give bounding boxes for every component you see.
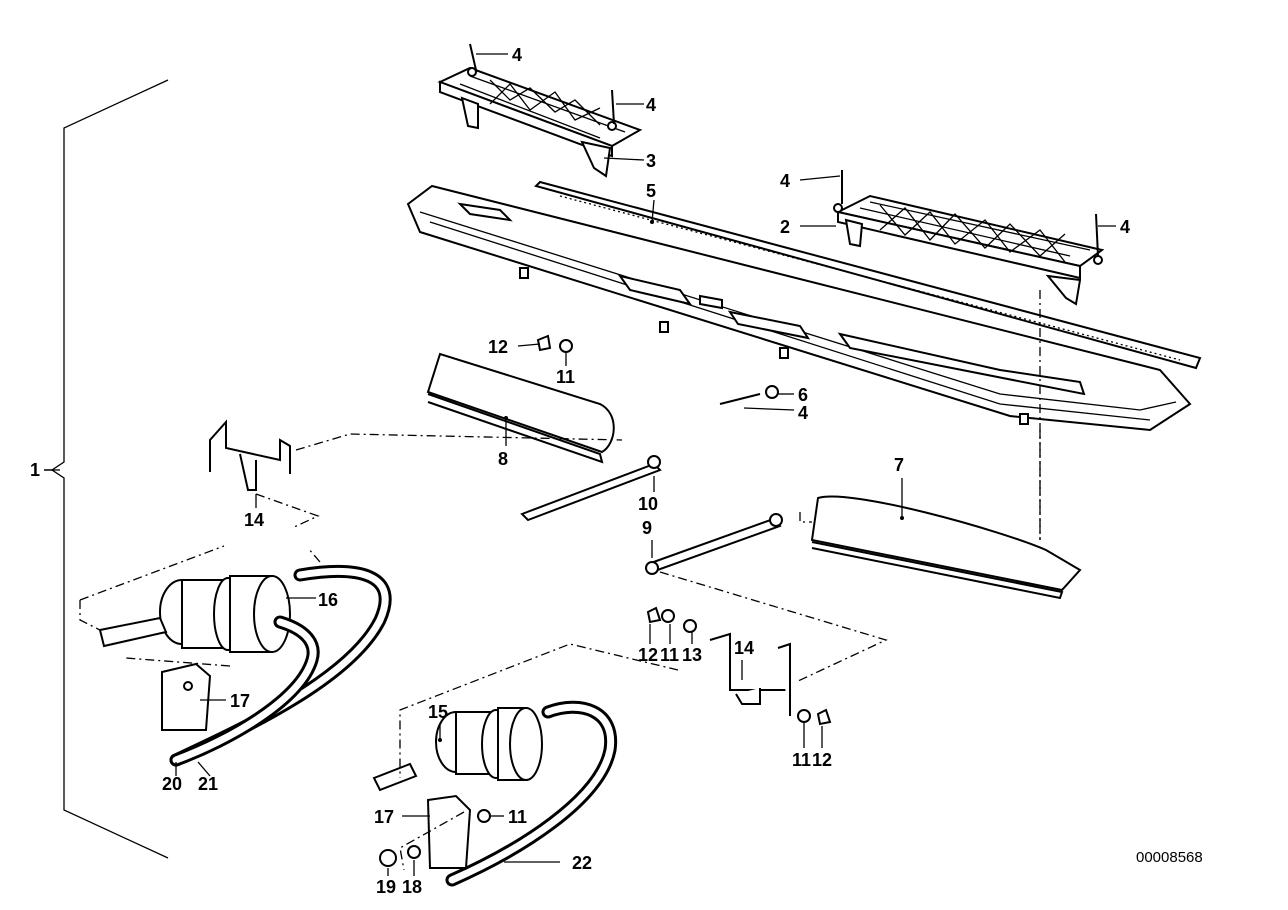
label-2: 2: [780, 217, 790, 237]
right-grille-part: [833, 194, 1105, 306]
label-18: 18: [402, 877, 422, 897]
label-1: 1: [30, 460, 40, 480]
part-labels: 1 4 4 3 5 4 2 4 12 11 6 4 8 7 10 9 14 16…: [30, 45, 1130, 897]
motor-lower: [372, 707, 543, 869]
label-3: 3: [646, 151, 656, 171]
label-17-lower: 17: [374, 807, 394, 827]
label-15: 15: [428, 702, 448, 722]
label-11-upper: 11: [556, 367, 575, 387]
alignment-lines: [79, 290, 1041, 871]
bracket-left: [209, 419, 291, 491]
label-4-top-mid: 4: [646, 95, 656, 115]
label-4-screw: 4: [798, 403, 808, 423]
label-5: 5: [646, 181, 656, 201]
label-4-right-upper: 4: [780, 171, 790, 191]
label-21: 21: [198, 774, 218, 794]
rod-left: [520, 455, 662, 522]
bracket-right: [709, 632, 791, 716]
label-17-upper: 17: [230, 691, 250, 711]
label-12-mid: 12: [638, 645, 658, 665]
label-12-upper: 12: [488, 337, 508, 357]
label-9: 9: [642, 518, 652, 538]
label-19: 19: [376, 877, 396, 897]
label-16: 16: [318, 590, 338, 610]
label-13: 13: [682, 645, 702, 665]
label-4-top-left: 4: [512, 45, 522, 65]
label-11-lower: 11: [508, 807, 527, 827]
label-11-right: 11: [792, 750, 811, 770]
label-10: 10: [638, 494, 658, 514]
assembly-bracket: [44, 79, 169, 859]
hoses: [169, 564, 618, 887]
label-12-right: 12: [812, 750, 832, 770]
label-8: 8: [498, 449, 508, 469]
label-20: 20: [162, 774, 182, 794]
top-grille-part: [437, 66, 643, 178]
diagram-reference-number: 00008568: [1136, 849, 1203, 866]
rod-right: [645, 513, 783, 575]
label-7: 7: [894, 455, 904, 475]
label-4-right-edge: 4: [1120, 217, 1130, 237]
cowl-panel: [406, 184, 1192, 432]
intake-cover-left: [426, 352, 615, 464]
label-14-right: 14: [734, 638, 754, 658]
intake-cover-right: [810, 495, 1082, 600]
fasteners: [379, 43, 1099, 867]
label-6: 6: [798, 385, 808, 405]
leader-lines: [44, 53, 1116, 876]
label-11-mid: 11: [660, 645, 679, 665]
seal-strip: [534, 180, 1202, 370]
motor-upper: [98, 575, 291, 731]
label-14-left: 14: [244, 510, 264, 530]
label-22: 22: [572, 853, 592, 873]
